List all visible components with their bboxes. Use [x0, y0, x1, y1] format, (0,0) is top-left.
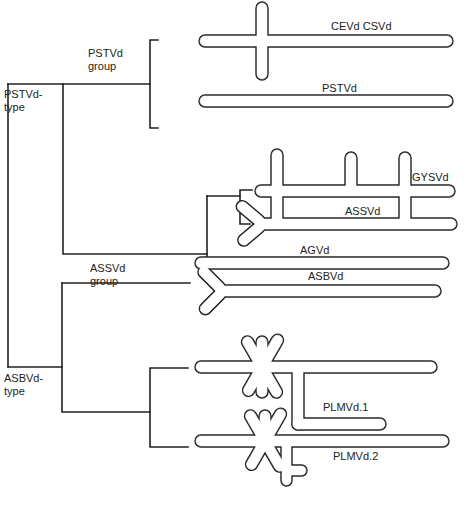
tree-label: AGVd	[300, 244, 329, 257]
structure-outline	[196, 258, 448, 268]
pstvd-type-branch	[8, 83, 150, 85]
structure-outline	[196, 362, 436, 372]
assvd-group-bracket	[207, 196, 238, 264]
tree-label: ASSVd group	[90, 262, 132, 288]
structure-outline	[282, 466, 306, 475]
structure-fill	[196, 436, 448, 446]
structure-outline	[272, 150, 282, 225]
structure-outline	[200, 96, 452, 106]
structure-fill	[257, 337, 267, 367]
structure-outline	[257, 367, 267, 397]
tree-label: ASBVd-type	[4, 372, 44, 398]
structure-fill	[258, 365, 284, 399]
asbvd-branch	[62, 282, 190, 284]
structure-fill	[282, 466, 306, 475]
structure-outline	[293, 419, 385, 429]
tree-label: PSTVd group	[88, 47, 130, 73]
structure-outline	[218, 286, 440, 296]
structure-fill	[242, 365, 267, 398]
root-branch	[7, 84, 9, 367]
structure-fill	[241, 335, 267, 369]
structure-fill	[196, 258, 448, 268]
structure-fill	[257, 3, 267, 79]
structure-outline	[346, 153, 356, 191]
structure-fill	[282, 441, 291, 485]
structure-fill	[200, 36, 452, 46]
structure-fill	[198, 287, 226, 315]
structure-fill	[237, 220, 266, 247]
structure-outline	[198, 287, 226, 315]
pstvd-group-bracket	[150, 40, 158, 128]
structure-fill	[258, 219, 456, 229]
structure-outline	[200, 36, 452, 46]
structure-fill	[244, 409, 270, 443]
structure-fill	[218, 286, 440, 296]
structure-fill	[261, 407, 288, 443]
structure-outline	[260, 411, 270, 441]
tree-label: PLMVd.1	[323, 401, 368, 414]
structure-outline	[282, 441, 291, 485]
viroid-outlines	[196, 3, 456, 485]
tree-label: PSTVd	[322, 82, 357, 95]
structure-fill	[400, 153, 410, 225]
structure-outline	[258, 219, 456, 229]
assvd-group-branch	[63, 84, 207, 254]
structure-fill	[196, 362, 436, 372]
structure-fill	[293, 419, 385, 429]
structure-fill	[260, 411, 270, 441]
tree-label: PSTVd-type	[4, 88, 44, 114]
tree-label: CEVd CSVd	[331, 20, 392, 33]
asbvd-type-branch	[8, 366, 62, 368]
structure-fill	[272, 150, 282, 225]
tree-label: GYSVd	[412, 171, 449, 184]
structure-outline	[196, 436, 448, 446]
structure-outline	[257, 3, 267, 79]
structure-fill	[200, 96, 452, 106]
structure-fill	[257, 367, 267, 397]
tree-label: ASSVd	[345, 205, 380, 218]
structure-outline	[257, 337, 267, 367]
structure-outline	[237, 220, 266, 247]
structure-fill	[258, 333, 285, 369]
structure-fill	[245, 439, 270, 472]
tree-label: ASBVd	[308, 270, 343, 283]
viroid-fills	[196, 3, 456, 485]
gysvd-assvd-branch	[207, 195, 240, 197]
plmvd-bracket	[150, 368, 188, 447]
structure-fill	[346, 153, 356, 191]
asbvd-type-bracket	[62, 283, 150, 412]
structure-outline	[400, 153, 410, 225]
tree-label: PLMVd.2	[333, 450, 378, 463]
